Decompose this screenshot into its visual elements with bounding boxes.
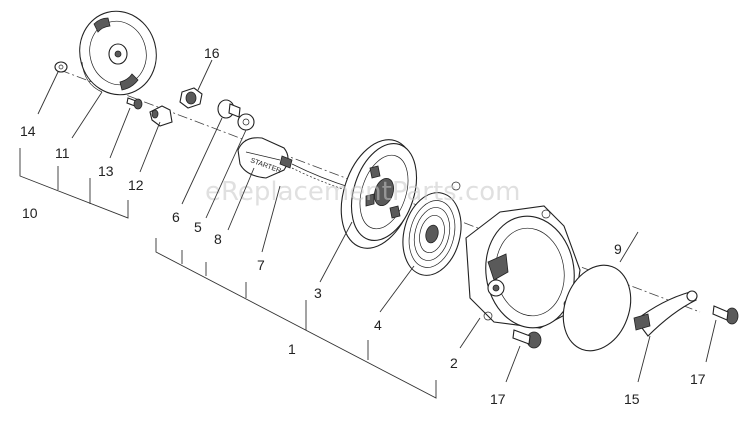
- callout-13: 13: [98, 163, 114, 179]
- callout-7: 7: [257, 257, 265, 273]
- part-13-screw[interactable]: [126, 97, 143, 110]
- callout-17-bracket: 17: [690, 371, 706, 387]
- part-2-starter-case[interactable]: [465, 205, 581, 334]
- callout-12: 12: [128, 177, 144, 193]
- callout-16: 16: [204, 45, 220, 61]
- part-17-bolt-bracket[interactable]: [712, 305, 739, 325]
- part-5-washer[interactable]: [237, 113, 255, 131]
- callout-14: 14: [20, 123, 36, 139]
- callout-10: 10: [22, 205, 38, 221]
- watermark-text: eReplacementParts.com: [205, 177, 521, 207]
- callout-9: 9: [614, 241, 622, 257]
- callout-1: 1: [288, 341, 296, 357]
- part-6-bolt[interactable]: [217, 99, 241, 119]
- callout-labels: 16 14 11 13 12 10 6 5 8 7 3 1 4 2 9 17 1…: [20, 45, 706, 407]
- part-8-starter-handle[interactable]: STARTER: [237, 137, 293, 179]
- part-14-washer[interactable]: [54, 61, 68, 73]
- callout-17-case: 17: [490, 391, 506, 407]
- callout-5: 5: [194, 219, 202, 235]
- callout-15: 15: [624, 391, 640, 407]
- callout-3: 3: [314, 285, 322, 301]
- callout-2: 2: [450, 355, 458, 371]
- part-17-bolt-case[interactable]: [512, 329, 542, 349]
- part-4-recoil-spring[interactable]: [395, 186, 470, 281]
- leader-lines: [19, 59, 717, 399]
- part-3-reel[interactable]: [328, 130, 428, 258]
- callout-4: 4: [374, 317, 382, 333]
- callout-6: 6: [172, 209, 180, 225]
- part-9-cover-disc[interactable]: [552, 256, 642, 361]
- callout-8: 8: [214, 231, 222, 247]
- part-15-bracket[interactable]: [633, 290, 698, 337]
- part-12-pawl[interactable]: [149, 105, 173, 127]
- part-11-drive-plate[interactable]: [70, 3, 165, 104]
- callout-11: 11: [55, 145, 70, 161]
- part-16-nut[interactable]: [179, 87, 203, 109]
